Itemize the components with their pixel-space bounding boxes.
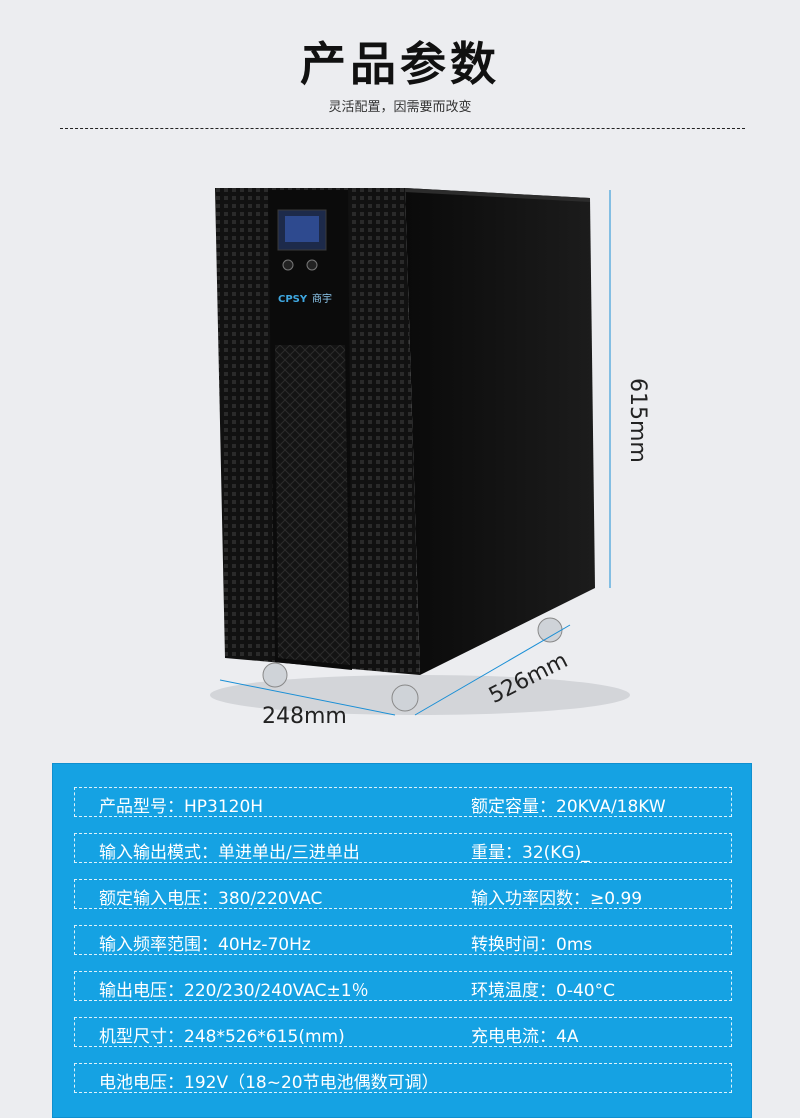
spec-cell: 转换时间：0ms [471,935,593,955]
spec-panel: 产品型号：HP3120H 额定容量：20KVA/18KW 输入输出模式：单进单出… [52,763,752,1118]
spec-row: 输入频率范围：40Hz-70Hz 转换时间：0ms [74,925,732,955]
spec-row: 输出电压：220/230/240VAC±1％ 环境温度：0-40°C [74,971,732,1001]
spec-row: 机型尺寸：248*526*615(mm) 充电电流：4A [74,1017,732,1047]
spec-cell: 输入输出模式：单进单出/三进单出 [99,843,360,863]
spec-row: 输入输出模式：单进单出/三进单出 重量：32(KG)_ [74,833,732,863]
spec-cell: 机型尺寸：248*526*615(mm) [99,1027,345,1047]
page-title: 产品参数 [300,37,500,91]
power-on-icon [282,259,294,271]
spec-cell: 输入频率范围：40Hz-70Hz [99,935,311,955]
spec-cell: 电池电压：192V（18~20节电池偶数可调） [99,1073,439,1093]
spec-row: 额定输入电压：380/220VAC 输入功率因数：≥0.99 [74,879,732,909]
spec-cell: 输入功率因数：≥0.99 [471,889,643,909]
spec-cell: 充电电流：4A [471,1027,579,1047]
page-subtitle: 灵活配置，因需要而改变 [328,100,472,115]
ups-cabinet-image: CPSY 商宇 [210,188,630,716]
dimension-width: 248mm [262,704,347,729]
spec-row: 产品型号：HP3120H 额定容量：20KVA/18KW [74,787,732,817]
divider [60,128,745,129]
brand-name: 商宇 [312,292,332,305]
dimension-height: 615mm [625,378,650,463]
spec-cell: 输出电压：220/230/240VAC±1％ [99,981,369,1001]
spec-row: 电池电压：192V（18~20节电池偶数可调） [74,1063,732,1093]
brand-logo: CPSY [278,294,308,305]
spec-cell: 额定输入电压：380/220VAC [99,889,323,909]
spec-cell: 产品型号：HP3120H [99,797,264,817]
spec-cell: 额定容量：20KVA/18KW [471,797,666,817]
spec-cell: 重量：32(KG)_ [471,843,590,863]
power-off-icon [306,259,318,271]
spec-cell: 环境温度：0-40°C [471,981,615,1001]
